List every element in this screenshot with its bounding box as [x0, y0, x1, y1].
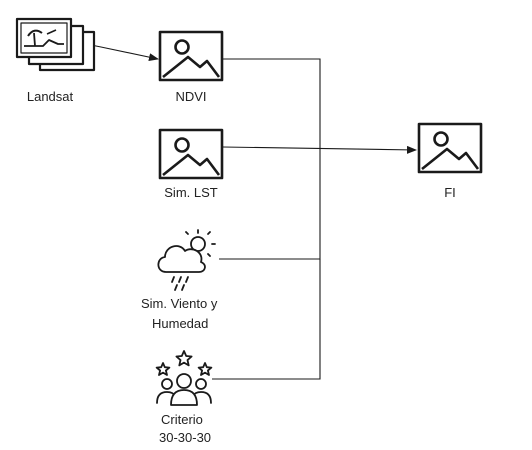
node-label-sim-viento-line2: Humedad	[152, 316, 209, 331]
connectors	[85, 43, 417, 380]
node-label-landsat: Landsat	[26, 89, 74, 104]
edge-landsat-to-ndvi	[85, 43, 159, 62]
node-label-fi: FI	[444, 185, 456, 200]
node-label-sim-viento-line1: Sim. Viento y	[141, 296, 218, 311]
edge-criterio-to-fi	[212, 259, 321, 380]
edge-ndvi-to-fi	[223, 58, 321, 150]
people-stars-icon	[155, 350, 213, 406]
weather-rain-sun-icon	[157, 229, 216, 291]
node-label-criterio-line2: 30-30-30	[159, 430, 212, 445]
image-icon	[158, 30, 224, 82]
edge-sim-lst-to-fi	[222, 145, 417, 154]
image-icon	[158, 128, 224, 180]
node-label-criterio-line1: Criterio	[161, 412, 203, 427]
node-label-ndvi: NDVI	[175, 89, 207, 104]
node-label-sim-lst: Sim. LST	[164, 185, 218, 200]
edge-sim-viento-to-fi	[219, 150, 321, 260]
satellite-imagery-icon	[15, 17, 96, 72]
image-icon	[417, 122, 483, 174]
